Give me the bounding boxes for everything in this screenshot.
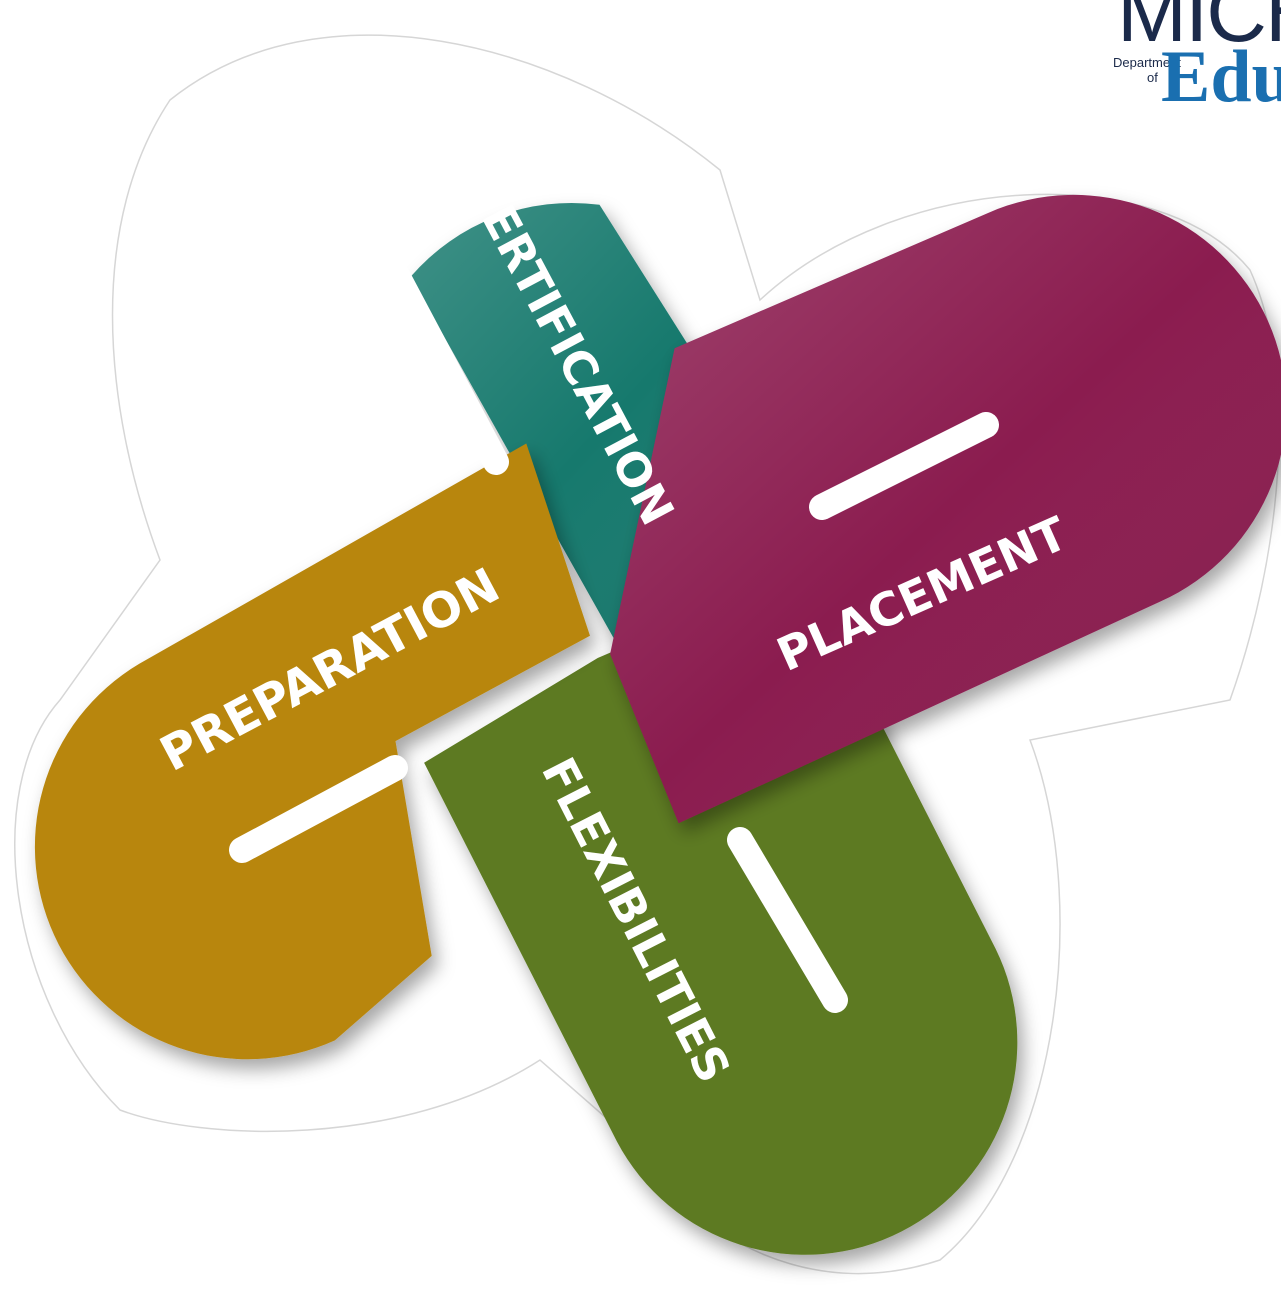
certification-slot: [380, 255, 509, 475]
outline-contour: [14, 34, 1280, 1275]
flexibilities-slot: [727, 827, 848, 1013]
logo-of-text: of: [1147, 70, 1158, 85]
logo-edu-text: Edu: [1161, 36, 1281, 118]
education-department-logo: MICH Department of Edu: [1041, 0, 1281, 130]
logo-state-text: MICH: [1117, 0, 1281, 59]
placement-shine: [610, 194, 1281, 824]
loop-preparation: [34, 443, 591, 1060]
logo-department-text: Department: [1113, 55, 1181, 70]
preparation-slot: [229, 755, 408, 863]
loop-flexibilities: [424, 570, 1018, 1255]
placement-slot: [809, 412, 999, 520]
